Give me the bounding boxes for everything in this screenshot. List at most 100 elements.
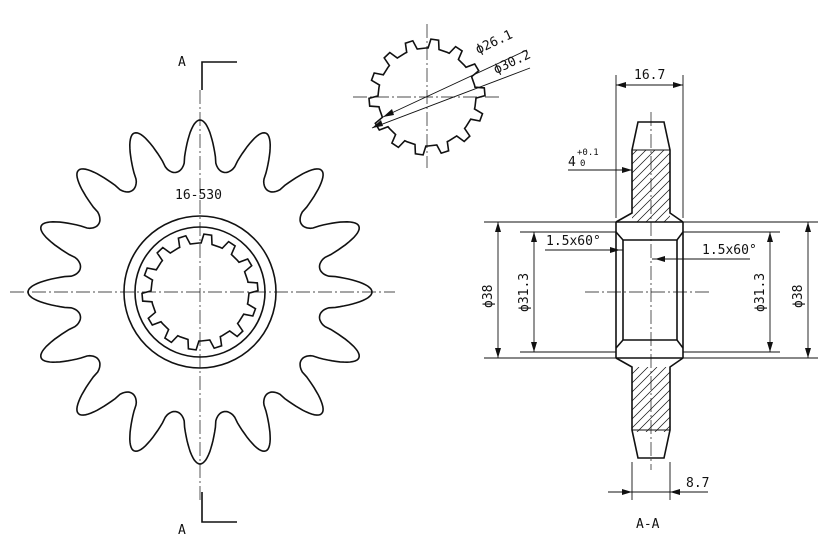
section-upper-tooth <box>615 121 684 223</box>
tooth-tol-lower: 0 <box>580 159 585 169</box>
hatch-line <box>691 367 756 432</box>
spline-detail-outline <box>368 38 486 156</box>
hatch-line <box>632 367 640 432</box>
width-total-label: 16.7 <box>634 68 665 83</box>
bore-dia-left-arrow-bottom <box>531 342 537 352</box>
hatch-line <box>556 150 628 222</box>
hatch-line <box>520 367 585 432</box>
chamfer-left-arrow <box>610 247 620 253</box>
spline-major-arrow <box>372 120 383 128</box>
section-hatch-upper <box>529 150 826 222</box>
bore-dia-right-arrow-top <box>767 232 773 242</box>
tooth-width-label: 8.7 <box>686 476 709 491</box>
hatch-line <box>727 150 799 222</box>
width-total-arrow-left <box>616 82 626 88</box>
hub-dia-right-arrow-bottom <box>805 348 811 358</box>
tooth-tol-upper: +0.1 <box>577 148 599 158</box>
hatch-line <box>663 367 670 432</box>
hatch-line <box>736 367 801 432</box>
section-view: 16.7 8.7 4 +0.1 0 1.5x60° 1.5x60° ϕ38 <box>481 68 826 532</box>
spline-major-dia-label: ϕ30.2 <box>491 47 533 77</box>
hatch-line <box>645 367 670 432</box>
hatch-line <box>736 150 808 222</box>
spline-major-dia-line <box>371 67 531 129</box>
hatch-line <box>632 150 670 222</box>
hatch-line <box>529 150 601 222</box>
spline-minor-dia-label: ϕ26.1 <box>473 27 515 57</box>
hatch-line <box>632 367 667 432</box>
bore-dia-left-arrow-top <box>531 232 537 242</box>
section-title: A-A <box>636 517 660 532</box>
hatch-line <box>632 150 656 222</box>
tooth-tol-arrow <box>622 167 632 173</box>
hatch-line <box>682 150 754 222</box>
hub-dia-left-arrow-bottom <box>495 348 501 358</box>
hatch-line <box>691 150 763 222</box>
hatch-line <box>632 150 665 222</box>
hatch-line <box>632 150 670 222</box>
section-mark-top-label: A <box>178 55 186 70</box>
hatch-line <box>632 150 647 222</box>
hatch-line <box>632 367 670 432</box>
spline-detail-view: ϕ26.1 ϕ30.2 <box>353 24 533 168</box>
hatch-line <box>632 150 670 222</box>
hatch-line <box>709 367 774 432</box>
section-mark-top-arrow <box>201 61 237 90</box>
hub-dia-right-arrow-top <box>805 222 811 232</box>
hatch-line <box>632 367 670 432</box>
hatch-line <box>709 150 781 222</box>
hatch-line <box>556 367 621 432</box>
hatch-line <box>700 150 772 222</box>
hatch-line <box>632 150 670 222</box>
width-total-arrow-right <box>673 82 683 88</box>
hatch-line <box>547 367 612 432</box>
hatch-line <box>745 367 810 432</box>
section-mark-bottom-arrow <box>201 492 237 523</box>
hatch-line <box>654 367 670 432</box>
hatch-line <box>700 367 765 432</box>
hatch-line <box>632 367 670 432</box>
spline-minor-arrow <box>383 109 394 117</box>
hatch-line <box>754 150 826 222</box>
section-lower-tooth <box>615 357 684 459</box>
chamfer-right-label: 1.5x60° <box>702 243 757 258</box>
hub-dia-right-label: ϕ38 <box>791 285 806 308</box>
hatch-line <box>632 367 658 432</box>
section-mark-bottom-label: A <box>178 523 186 538</box>
bore-dia-right-arrow-bottom <box>767 342 773 352</box>
hatch-line <box>673 150 745 222</box>
hatch-line <box>718 150 790 222</box>
hatch-line <box>682 367 747 432</box>
hatch-line <box>645 150 670 222</box>
hub-dia-left-label: ϕ38 <box>481 285 496 308</box>
tooth-width-arrow-left <box>622 489 632 495</box>
section-bore-lower <box>615 339 684 349</box>
hatch-line <box>538 367 603 432</box>
hatch-line <box>529 367 594 432</box>
spline-bore-outline <box>141 233 259 351</box>
chamfer-left-label: 1.5x60° <box>546 234 601 249</box>
front-view: A A 16-530 <box>10 55 395 538</box>
hatch-line <box>754 367 819 432</box>
hatch-line <box>718 367 783 432</box>
bore-dia-left-label: ϕ31.3 <box>517 273 532 312</box>
section-hatch-lower <box>520 367 819 432</box>
section-bore-upper <box>615 231 684 241</box>
spline-minor-dia-line <box>382 49 528 118</box>
hatch-line <box>565 367 630 432</box>
hatch-line <box>636 150 670 222</box>
hatch-line <box>632 367 649 432</box>
tooth-width-arrow-right <box>670 489 680 495</box>
hub-dia-left-arrow-top <box>495 222 501 232</box>
hatch-line <box>727 367 792 432</box>
bore-dia-right-label: ϕ31.3 <box>753 273 768 312</box>
hatch-line <box>745 150 817 222</box>
tooth-tol-base: 4 <box>568 155 576 170</box>
hatch-line <box>654 150 670 222</box>
hatch-line <box>636 367 670 432</box>
hatch-line <box>673 367 738 432</box>
part-number-label: 16-530 <box>175 188 222 203</box>
hatch-line <box>663 150 670 222</box>
chamfer-right-arrow <box>655 256 665 262</box>
